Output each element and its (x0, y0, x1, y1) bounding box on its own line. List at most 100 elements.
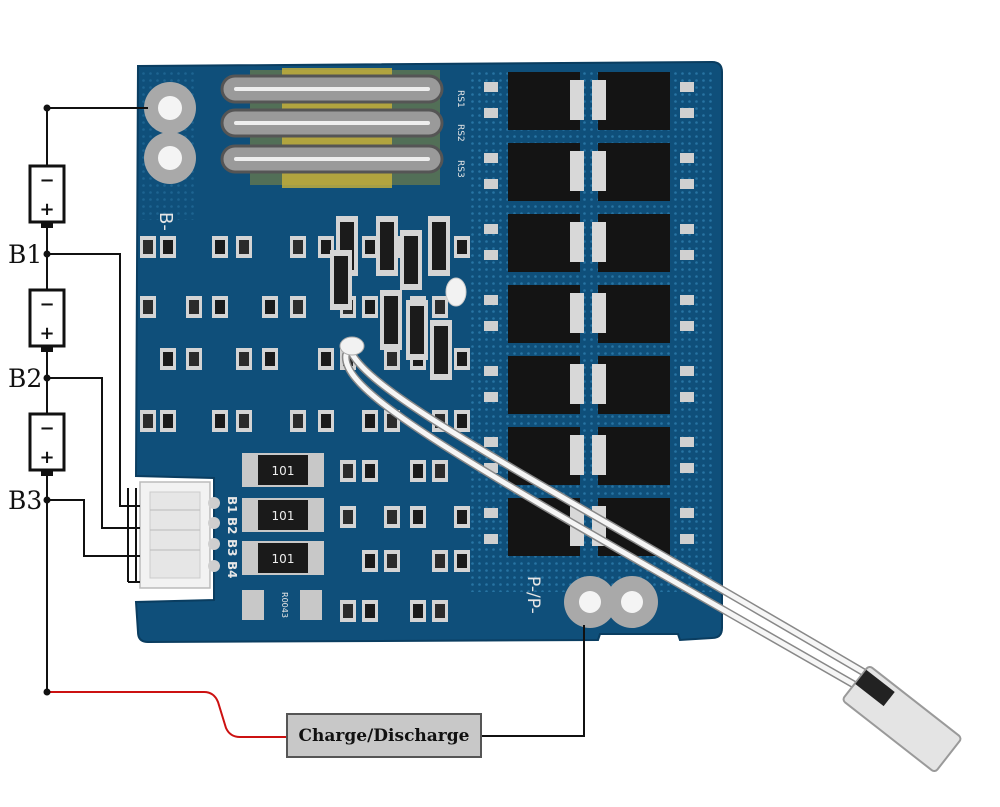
mosfet (592, 143, 694, 201)
resistor-marking-3: 101 (272, 552, 295, 566)
smd-part (160, 236, 176, 258)
smd-part (454, 348, 470, 370)
charge-wire (47, 691, 286, 738)
smd-part (160, 348, 176, 370)
battery-3-plus: + (39, 447, 54, 468)
connector-pin-b1: B1 (225, 496, 239, 514)
battery-3-minus: − (39, 418, 54, 439)
smd-part (186, 296, 202, 318)
ic-chip (330, 250, 352, 310)
smd-part (432, 296, 448, 318)
smd-part (410, 600, 426, 622)
smd-part (236, 410, 252, 432)
smd-components (140, 216, 470, 622)
smd-part (236, 348, 252, 370)
resistor-marking-2: 101 (272, 509, 295, 523)
connector-pin-b4: B4 (225, 561, 239, 579)
smd-part (384, 506, 400, 528)
node-label-b2: B2 (8, 364, 43, 393)
b-minus-label: B- (155, 212, 176, 231)
smd-part (140, 236, 156, 258)
smd-part (140, 296, 156, 318)
smd-part (362, 550, 378, 572)
smd-part (262, 296, 278, 318)
ic-chip (380, 290, 402, 350)
ic-chip (406, 300, 428, 360)
battery-1-minus: − (39, 170, 54, 191)
connector-pin-b3: B3 (225, 539, 239, 557)
shunt-label-2: RS2 (455, 124, 465, 142)
smd-part (384, 348, 400, 370)
smd-part (236, 236, 252, 258)
smd-part (340, 506, 356, 528)
mosfet (592, 214, 694, 272)
shunt-label-group: RS1 RS2 RS3 (455, 90, 465, 178)
smd-part (186, 348, 202, 370)
smd-part (362, 236, 378, 258)
resistor-marking-1: 101 (272, 464, 295, 478)
mosfet (484, 72, 584, 130)
smd-part (212, 236, 228, 258)
mosfet (484, 214, 584, 272)
p-minus-label: P-/P- (523, 576, 543, 614)
smd-part (384, 550, 400, 572)
shunt-label-3: RS3 (455, 160, 465, 178)
smd-part (140, 410, 156, 432)
thermistor-cable (339, 277, 874, 692)
smd-part (454, 506, 470, 528)
p-minus-pads (564, 576, 658, 628)
battery-2-plus: + (39, 323, 54, 344)
ic-chip (428, 216, 450, 276)
mosfet (592, 427, 694, 485)
mosfet (592, 356, 694, 414)
charge-discharge-label: Charge/Discharge (298, 725, 470, 746)
smd-part (362, 410, 378, 432)
smd-part (290, 296, 306, 318)
smd-part (454, 236, 470, 258)
balance-connector: B1 B2 B3 B4 (139, 481, 239, 589)
smd-part (212, 410, 228, 432)
smd-part (362, 296, 378, 318)
smd-part (212, 296, 228, 318)
battery-cell-2: − + (28, 288, 66, 352)
mosfet (484, 356, 584, 414)
node-label-b3: B3 (8, 486, 43, 515)
smd-part (410, 506, 426, 528)
smd-part (318, 348, 334, 370)
power-resistors: 101 101 101 R0043 (242, 453, 324, 620)
smd-part (290, 410, 306, 432)
ic-chip (430, 320, 452, 380)
wiring (46, 107, 585, 737)
smd-part (362, 460, 378, 482)
mosfet (592, 285, 694, 343)
smd-part (454, 410, 470, 432)
smd-part (410, 460, 426, 482)
smd-part (432, 550, 448, 572)
smd-part (160, 410, 176, 432)
battery-cell-1: − + (28, 164, 66, 228)
mosfet (592, 72, 694, 130)
node-label-b1: B1 (8, 240, 43, 269)
mosfet (484, 285, 584, 343)
battery-2-minus: − (39, 294, 54, 315)
smd-part (340, 600, 356, 622)
smd-part (318, 410, 334, 432)
shunt-label-1: RS1 (455, 90, 465, 108)
charge-discharge-box: Charge/Discharge (286, 713, 482, 758)
battery-cell-3: − + (28, 412, 66, 476)
ic-chip (400, 230, 422, 290)
smd-part (454, 550, 470, 572)
smd-part (290, 236, 306, 258)
battery-1-plus: + (39, 199, 54, 220)
smd-part (362, 600, 378, 622)
wiring-nodes (43, 104, 51, 696)
b-minus-pads (144, 82, 196, 184)
small-marking: R0043 (280, 592, 289, 618)
smd-part (432, 600, 448, 622)
ic-chip (376, 216, 398, 276)
smd-part (432, 460, 448, 482)
mosfet (484, 143, 584, 201)
shunt-resistors (220, 68, 444, 188)
smd-part (262, 348, 278, 370)
